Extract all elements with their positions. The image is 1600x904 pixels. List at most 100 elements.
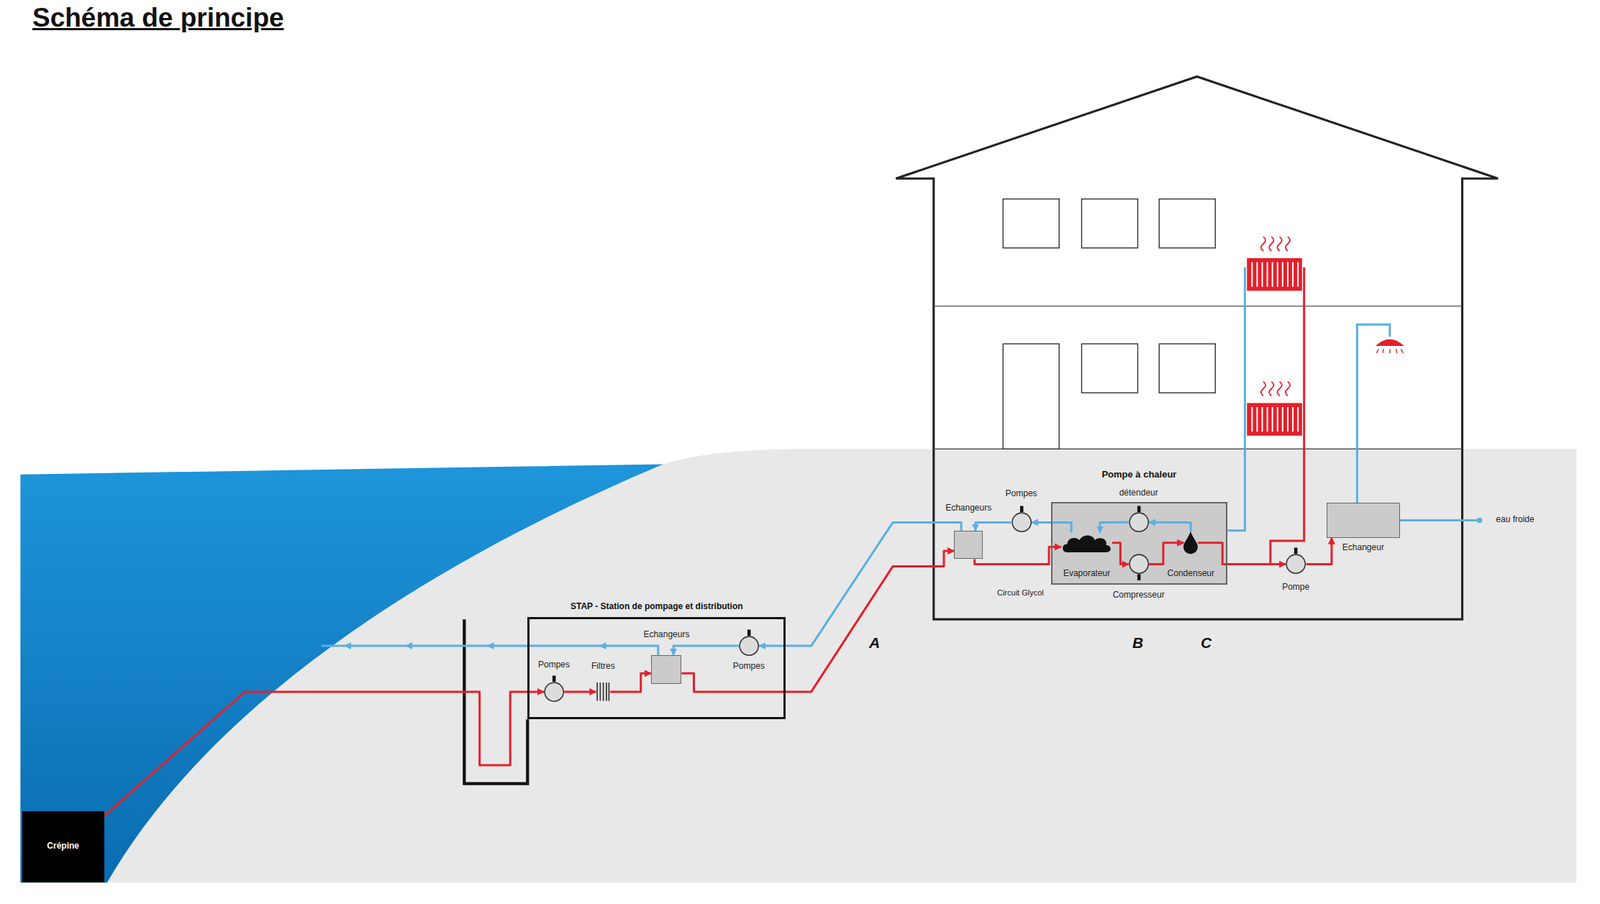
pump-symbol-outline xyxy=(1285,553,1306,575)
shower-pipe xyxy=(1356,324,1390,503)
pipe-connector xyxy=(1100,522,1129,533)
shower-head xyxy=(1375,339,1405,347)
node-label: Evaporateur xyxy=(1063,569,1111,580)
flow-arrow xyxy=(599,642,607,650)
filter-bar xyxy=(600,682,602,702)
radiator-fins xyxy=(1251,407,1298,432)
node-label: STAP - Station de pompage et distributio… xyxy=(570,602,744,613)
pump-stem xyxy=(1294,548,1298,555)
door xyxy=(1002,343,1059,449)
intake-pit xyxy=(464,619,528,784)
pipe-connector xyxy=(564,690,596,693)
pump-stem xyxy=(1020,506,1024,513)
pipe-connector xyxy=(974,546,1062,565)
node-label: Echangeurs xyxy=(945,503,992,514)
pipe-end xyxy=(1476,517,1483,524)
node-label: Crépine xyxy=(46,841,80,852)
pump-symbol: Pompe xyxy=(1285,553,1306,575)
heat-pump-box: détendeurEvaporateurCompresseurCondenseu… xyxy=(1051,502,1228,585)
evaporator-cloud xyxy=(1062,535,1111,552)
window xyxy=(1158,199,1216,249)
window xyxy=(1158,343,1216,393)
window xyxy=(1002,199,1059,249)
pipe-connector xyxy=(610,673,652,693)
node-label: Pompe à chaleur xyxy=(1101,469,1177,481)
flow-arrow xyxy=(405,642,413,650)
node-label: détendeur xyxy=(1119,488,1159,499)
filter-bar xyxy=(605,682,608,702)
lake xyxy=(20,464,664,884)
exchanger-box: Echangeurs xyxy=(651,655,683,685)
pump-stem xyxy=(552,675,557,683)
pump-circle xyxy=(1012,512,1031,532)
pipe-connector xyxy=(1197,543,1286,565)
pipe-connector xyxy=(1112,543,1129,565)
node-label: Pompes xyxy=(733,661,765,672)
heat-waves xyxy=(1261,382,1290,397)
pipe-connector xyxy=(1148,543,1184,565)
pump-circle xyxy=(1129,512,1149,532)
exchanger-box: Echangeurs xyxy=(953,530,983,560)
filter-bar xyxy=(602,682,605,702)
cold-water-label: eau froide xyxy=(1495,515,1534,526)
expansion-valve-symbol-outline xyxy=(1128,512,1149,533)
node-label: Pompes xyxy=(1005,489,1038,500)
filter-symbol-outline xyxy=(595,682,611,702)
pump-circle xyxy=(739,636,759,656)
pumping-station-box: PompesFiltresEchangeursPompesSTAP - Stat… xyxy=(527,617,786,720)
pipe-connector xyxy=(673,646,739,656)
node-label: Pompe xyxy=(1282,582,1310,593)
compressor-symbol: Compresseur xyxy=(1128,553,1149,575)
node-label: Compresseur xyxy=(1112,590,1165,601)
radiator xyxy=(1246,258,1303,291)
radiator-fins xyxy=(1251,262,1298,288)
evaporator-icon-outline xyxy=(1061,533,1113,554)
section-letter: C xyxy=(1200,634,1212,652)
shower-spray xyxy=(1376,348,1403,354)
cold-water-pipe xyxy=(1400,519,1480,522)
house-outline xyxy=(895,76,1498,620)
circuit-label: Circuit Glycol xyxy=(996,588,1046,598)
filter-bar xyxy=(597,682,599,702)
pump-symbol-outline xyxy=(1011,512,1032,533)
strainer-box: Crépine xyxy=(22,811,104,883)
exchanger-box: Echangeur xyxy=(1326,502,1400,538)
pump-symbol: Pompes xyxy=(738,635,759,657)
radiator-return-pipe xyxy=(1227,267,1245,531)
pipe-connector xyxy=(1148,522,1191,532)
heat-waves xyxy=(1261,236,1290,252)
diagram-title: Schéma de principe xyxy=(32,2,285,34)
filter-bar xyxy=(608,682,611,702)
pump-stem xyxy=(747,629,752,636)
pump-symbol: Pompes xyxy=(1011,512,1032,533)
window xyxy=(1081,343,1138,393)
pipe-connector xyxy=(681,551,954,693)
radiator xyxy=(1246,402,1303,436)
flow-arrow xyxy=(487,642,495,650)
pump-circle xyxy=(1286,554,1306,574)
pipe-connector xyxy=(975,522,1012,531)
pump-symbol-outline xyxy=(738,635,759,657)
node-label: Echangeur xyxy=(1342,543,1385,554)
section-letter: A xyxy=(869,634,880,652)
floor-line xyxy=(933,305,1463,307)
compressor-symbol-outline xyxy=(1128,553,1149,575)
node-label: Echangeurs xyxy=(643,630,690,641)
section-letter: B xyxy=(1132,634,1144,652)
condenser-drop xyxy=(1183,531,1198,554)
pump-circle xyxy=(1129,554,1149,574)
evaporator-icon: Evaporateur xyxy=(1061,533,1113,554)
pump-symbol: Pompes xyxy=(543,682,565,703)
node-label: Condenseur xyxy=(1167,569,1215,580)
pipe-connector xyxy=(104,692,544,817)
flow-arrow xyxy=(343,642,352,650)
node-label: Filtres xyxy=(591,661,616,672)
pipe-connector xyxy=(758,522,962,647)
condenser-icon: Condenseur xyxy=(1183,531,1198,554)
pump-stem xyxy=(1137,574,1142,582)
expansion-valve-symbol: détendeur xyxy=(1128,512,1149,533)
pump-symbol-outline xyxy=(543,682,565,703)
